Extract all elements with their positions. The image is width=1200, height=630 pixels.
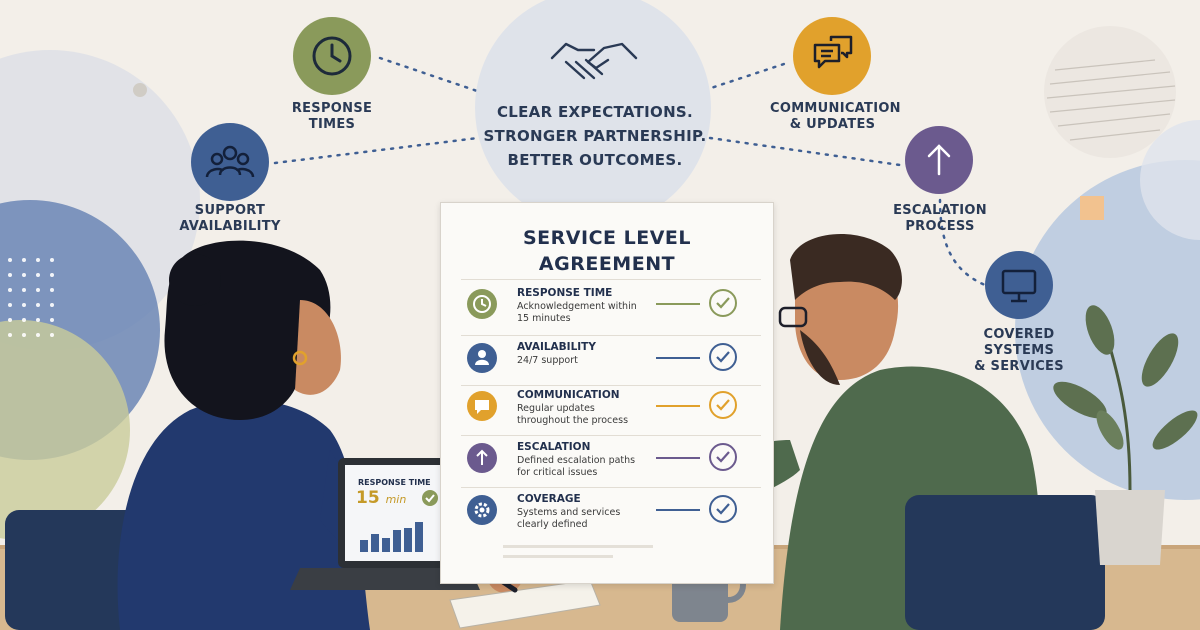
check-icon (709, 343, 737, 371)
arrow-up-icon (467, 443, 497, 473)
laptop (290, 458, 480, 590)
hub-line-2: STRONGER PARTNERSHIP. (483, 127, 707, 145)
arrow-up-icon (927, 144, 951, 176)
topic-communication-badge (793, 17, 871, 95)
sla-row-communication: COMMUNICATION Regular updates throughout… (461, 389, 761, 435)
sla-row-escalation: ESCALATION Defined escalation paths for … (461, 441, 761, 487)
hub-line-3: BETTER OUTCOMES. (507, 151, 683, 169)
chat-bubbles-icon (813, 35, 853, 69)
topic-escalation-badge (905, 126, 973, 194)
topic-response-times-badge (293, 17, 371, 95)
divider (461, 435, 761, 436)
check-icon (709, 289, 737, 317)
topic-covered-systems-label: COVERED SYSTEMS & SERVICES (974, 327, 1064, 374)
gear-icon (467, 495, 497, 525)
row-description: Defined escalation paths for critical is… (517, 455, 636, 478)
row-heading: COMMUNICATION (517, 389, 620, 401)
placeholder-line (503, 555, 613, 558)
hub-message: CLEAR EXPECTATIONS. STRONGER PARTNERSHIP… (480, 100, 710, 172)
laptop-value: 15 min (356, 488, 407, 508)
row-description: 24/7 support (517, 355, 578, 366)
row-description: Regular updates throughout the process (517, 403, 629, 426)
row-line (656, 457, 700, 459)
topic-support-availability-badge (191, 123, 269, 201)
clock-icon (312, 36, 352, 76)
row-heading: ESCALATION (517, 441, 591, 453)
row-description: Systems and services clearly defined (517, 507, 621, 530)
sla-row-response-time: RESPONSE TIME Acknowledgement within 15 … (461, 287, 761, 333)
topic-support-availability-label: SUPPORT AVAILABILITY (179, 203, 281, 234)
row-line (656, 405, 700, 407)
check-icon (709, 391, 737, 419)
laptop-heading: RESPONSE TIME (358, 478, 431, 487)
dot-grid (8, 258, 54, 337)
divider (461, 487, 761, 488)
clock-icon (467, 289, 497, 319)
handshake-icon (550, 42, 638, 80)
row-heading: AVAILABILITY (517, 341, 596, 353)
team-icon (205, 145, 255, 178)
monitor-icon (1001, 269, 1037, 303)
divider (461, 279, 761, 280)
topic-communication-label: COMMUNICATION & UPDATES (770, 101, 901, 132)
connector-lines (273, 56, 987, 287)
row-line (656, 509, 700, 511)
row-line (656, 303, 700, 305)
document-title: SERVICE LEVEL AGREEMENT (523, 227, 691, 275)
chat-icon (467, 391, 497, 421)
divider (461, 385, 761, 386)
hub-line-1: CLEAR EXPECTATIONS. (496, 103, 694, 121)
placeholder-line (503, 545, 653, 548)
row-heading: RESPONSE TIME (517, 287, 613, 299)
divider (461, 335, 761, 336)
check-icon (709, 443, 737, 471)
sla-row-availability: AVAILABILITY 24/7 support (461, 341, 761, 387)
topic-response-times-label: RESPONSE TIMES (291, 101, 373, 132)
check-icon (709, 495, 737, 523)
row-description: Acknowledgement within 15 minutes (517, 301, 637, 324)
sla-document: SERVICE LEVEL AGREEMENT RESPONSE TIME Ac… (440, 202, 774, 584)
plant (1053, 305, 1198, 565)
topic-covered-systems-badge (985, 251, 1053, 319)
woman-figure (5, 240, 523, 630)
row-line (656, 357, 700, 359)
topic-escalation-label: ESCALATION PROCESS (893, 203, 987, 234)
sla-row-coverage: COVERAGE Systems and services clearly de… (461, 493, 761, 539)
hub-circle (475, 0, 711, 226)
row-heading: COVERAGE (517, 493, 581, 505)
user-icon (467, 343, 497, 373)
